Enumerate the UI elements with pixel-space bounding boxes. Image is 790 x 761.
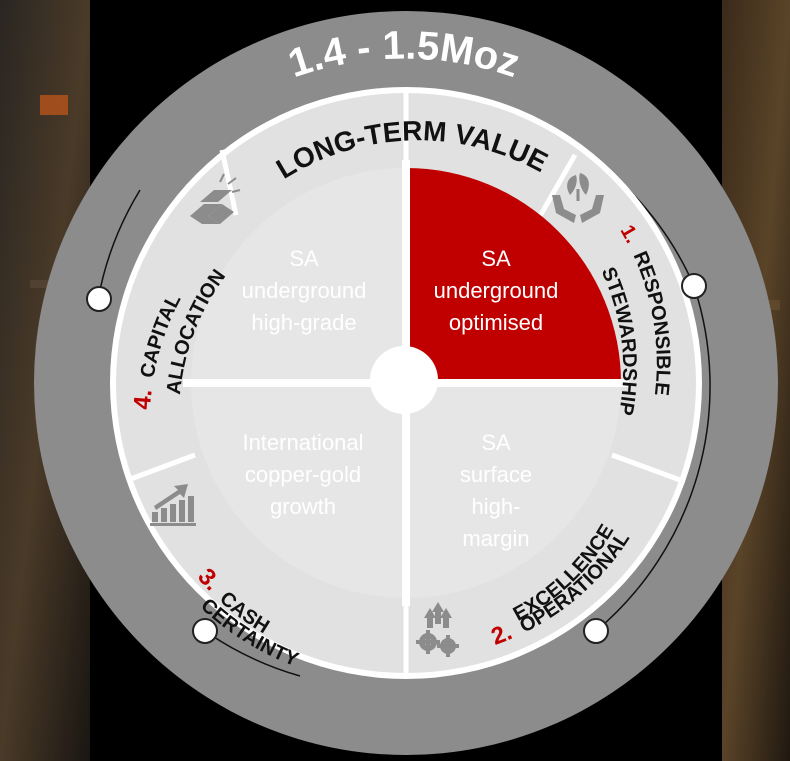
quadrant-top-left-line-2: underground	[242, 278, 367, 303]
center-hub	[370, 346, 438, 414]
quadrant-bottom-left	[191, 383, 406, 598]
quadrant-top-right	[406, 168, 621, 383]
quadrant-bottom-left-line-2: copper-gold	[245, 462, 361, 487]
connector-arc	[595, 285, 711, 632]
quadrant-bottom-right-line-2: surface	[460, 462, 532, 487]
hands-plant-icon	[552, 173, 604, 223]
growth-chart-icon	[150, 484, 196, 526]
segment-dividers	[127, 92, 681, 676]
quadrant-bottom-right-line-3: high-	[472, 494, 521, 519]
background-detail	[40, 95, 68, 115]
gears-arrows-icon	[416, 602, 459, 657]
quadrant-bottom-right	[406, 383, 621, 598]
ring-node	[681, 273, 707, 299]
ring-node	[86, 286, 112, 312]
quadrants	[191, 168, 621, 598]
ring-nodes	[86, 273, 707, 644]
gold-bars-icon	[190, 173, 241, 224]
quadrant-bottom-left-line-1: International	[242, 430, 363, 455]
quadrant-top-left	[191, 168, 406, 383]
quadrant-bottom-left-line-3: growth	[270, 494, 336, 519]
quadrant-top-right-line-2: underground	[434, 278, 559, 303]
quadrant-top-left-line-1: SA	[289, 246, 319, 271]
quadrant-bottom-right-line-4: margin	[462, 526, 529, 551]
quadrant-top-right-line-3: optimised	[449, 310, 543, 335]
quadrant-top-left-line-3: high-grade	[251, 310, 356, 335]
ring-node	[583, 618, 609, 644]
pillar-4-number: 4.	[129, 388, 158, 411]
quadrant-top-right-line-1: SA	[481, 246, 511, 271]
ring-node	[192, 618, 218, 644]
quadrant-bottom-right-line-1: SA	[481, 430, 511, 455]
